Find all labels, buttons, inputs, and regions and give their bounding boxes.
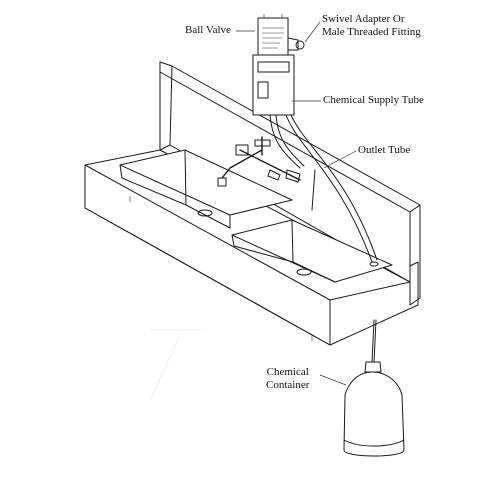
faucet	[217, 136, 301, 187]
chemical-container-label: Chemical Container	[266, 366, 309, 392]
ball-valve-label: Ball Valve	[185, 24, 231, 37]
dispenser-unit	[252, 14, 305, 116]
swivel-adapter-label: Swivel Adapter Or Male Threaded Fitting	[322, 13, 421, 39]
outlet-tube-label: Outlet Tube	[358, 144, 410, 157]
ball-valve-text: Ball Valve	[185, 24, 231, 36]
left-basin	[119, 149, 293, 229]
container-supply-line	[371, 319, 377, 363]
sink-front-apron	[84, 164, 419, 346]
right-basin	[231, 219, 393, 283]
chemical-container-line1: Chemical	[266, 366, 309, 378]
swivel-adapter-line1: Swivel Adapter Or	[322, 13, 405, 25]
chemical-supply-tube-label: Chemical Supply Tube	[323, 94, 424, 107]
chemical-container	[343, 361, 405, 457]
leader-lines	[236, 21, 357, 386]
chemical-supply-tube-text: Chemical Supply Tube	[323, 94, 424, 106]
tubes	[269, 114, 379, 267]
background-strokes	[149, 329, 205, 401]
outlet-tube-text: Outlet Tube	[358, 144, 411, 156]
swivel-adapter-line2: Male Threaded Fitting	[322, 26, 421, 38]
chemical-container-line2: Container	[266, 379, 310, 391]
